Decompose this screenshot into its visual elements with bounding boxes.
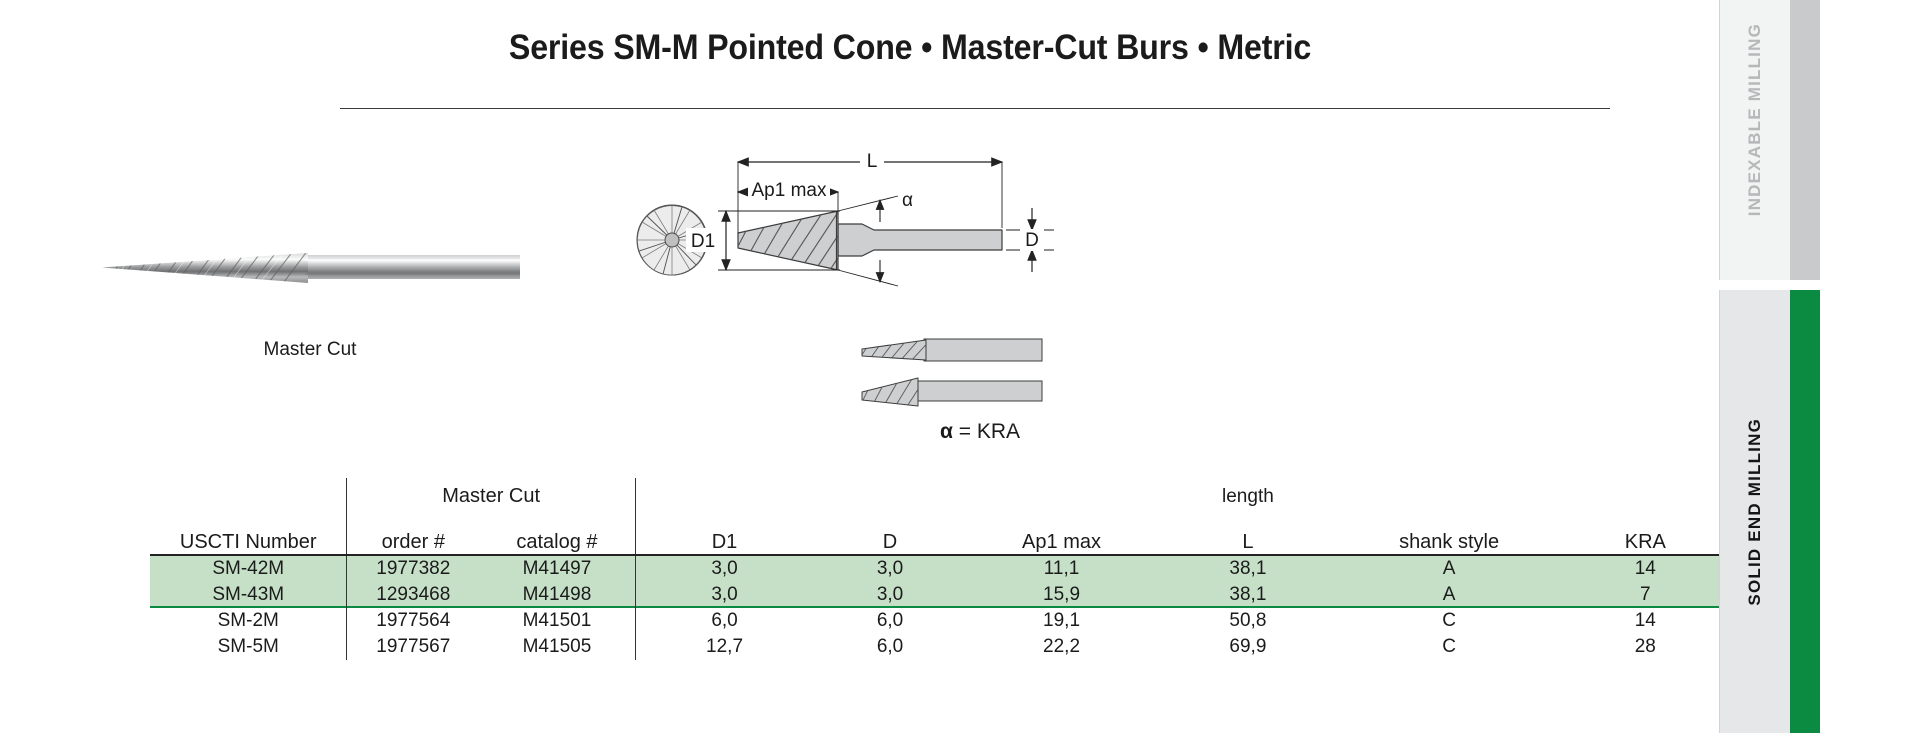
sidebar-tab-solid-end-milling[interactable]: SOLID END MILLING: [1719, 290, 1820, 733]
cell-order: 1977382: [346, 555, 480, 582]
spacer-cell: [967, 478, 1156, 508]
table-row: SM-5M 1977567 M41505 12,7 6,0 22,2 69,9 C 28: [150, 634, 1732, 660]
cell-ap1max: 19,1: [1043, 610, 1081, 631]
cell-uscti: SM-43M: [150, 582, 347, 608]
spacer-cell: [1340, 478, 1559, 508]
spacer-cell: [1559, 478, 1732, 508]
cell-d1: 6,0: [634, 608, 814, 634]
cell-kra: 14: [1634, 610, 1656, 631]
cell-uscti: SM-2M: [217, 610, 279, 631]
photo-caption: Master Cut: [263, 339, 357, 360]
specification-table: Master Cut length USCTI Number order # c…: [150, 478, 1732, 660]
cell-length: 69,9: [1229, 636, 1267, 657]
group-header-master-cut: Master Cut: [346, 478, 636, 508]
dimension-label-alpha: α: [902, 190, 913, 211]
shank-profile-c: [861, 377, 1043, 407]
cell-shank: A: [1340, 582, 1559, 608]
kra-note-symbol: α: [939, 420, 953, 443]
sidebar-tab-label: SOLID END MILLING: [1745, 417, 1764, 606]
cell-catalog: M41498: [479, 582, 635, 608]
dimension-label-D: D: [1025, 230, 1039, 251]
cell-shank: C: [1442, 610, 1456, 631]
cell-order: 1293468: [346, 582, 480, 608]
kra-note-text: = KRA: [952, 420, 1021, 443]
cell-d: 3,0: [813, 582, 967, 608]
catalog-page: Series SM-M Pointed Cone • Master-Cut Bu…: [0, 0, 1820, 733]
cell-kra: 28: [1634, 636, 1656, 657]
kra-note: α = KRA: [860, 420, 1100, 444]
product-photo-block: Master Cut: [100, 238, 520, 361]
spacer-cell: [813, 478, 967, 508]
header-length-top: length: [1222, 486, 1274, 507]
cell-kra: 7: [1559, 582, 1732, 608]
table-group-header-row: Master Cut length: [150, 478, 1732, 508]
cell-d1: 3,0: [634, 582, 814, 608]
cell-shank: A: [1442, 558, 1456, 579]
dimension-L: L: [736, 150, 1004, 234]
tab-body: SOLID END MILLING: [1720, 290, 1790, 733]
column-header-kra: KRA: [1624, 531, 1666, 553]
column-header-catalog: catalog #: [516, 531, 598, 553]
tab-accent-bar: [1790, 290, 1820, 733]
cell-catalog: M41497: [522, 558, 592, 579]
cell-d1: 12,7: [634, 634, 814, 660]
column-header-order: order #: [346, 508, 480, 554]
cell-d: 6,0: [876, 636, 904, 657]
spacer-cell: [634, 478, 814, 508]
cell-catalog: M41505: [522, 636, 592, 657]
table-row: SM-2M 1977564 M41501 6,0 6,0 19,1 50,8 C 14: [150, 608, 1732, 634]
column-header-d1: D1: [634, 508, 814, 554]
sidebar-tab-label: INDEXABLE MILLING: [1745, 23, 1764, 217]
column-header-uscti: USCTI Number: [179, 531, 317, 553]
tab-body: INDEXABLE MILLING: [1720, 0, 1790, 280]
cell-kra: 14: [1634, 558, 1656, 579]
cell-length: 38,1: [1156, 582, 1339, 608]
dimension-D: D: [1006, 208, 1054, 272]
title-divider: [340, 108, 1610, 109]
cell-shank: C: [1442, 636, 1456, 657]
dimension-D1: D1: [686, 209, 840, 272]
shank-style-profiles: [860, 336, 1100, 412]
dimension-label-L: L: [867, 151, 878, 172]
cell-length: 38,1: [1229, 558, 1267, 579]
sidebar-tab-indexable-milling[interactable]: INDEXABLE MILLING: [1719, 0, 1820, 280]
title-block: Series SM-M Pointed Cone • Master-Cut Bu…: [0, 28, 1820, 68]
dimension-label-Ap1max: Ap1 max: [752, 180, 827, 201]
spacer-cell: [150, 478, 347, 508]
bur-shank: [837, 223, 1003, 257]
dimension-alpha: α: [837, 190, 913, 287]
column-header-ap1max: Ap1 max: [1022, 531, 1101, 553]
section-tabs-sidebar: INDEXABLE MILLING SOLID END MILLING: [1719, 0, 1820, 733]
cell-ap1max: 11,1: [1043, 558, 1080, 579]
cell-d: 3,0: [876, 558, 904, 579]
cell-order: 1977567: [346, 634, 480, 660]
shank-profile-a: [861, 338, 1043, 362]
cell-catalog: M41501: [522, 610, 592, 631]
column-header-length: L: [1242, 531, 1254, 553]
tab-accent-bar: [1790, 0, 1820, 280]
table-header-row: USCTI Number order # catalog # D1 D Ap1 …: [150, 508, 1732, 554]
cell-d: 6,0: [876, 610, 904, 631]
cell-order: 1977564: [346, 608, 480, 634]
cell-ap1max: 22,2: [1043, 636, 1081, 657]
cell-d1: 3,0: [634, 555, 814, 582]
cell-uscti: SM-5M: [217, 636, 279, 657]
cell-ap1max: 15,9: [967, 582, 1156, 608]
technical-diagram: L Ap1 max D1: [630, 150, 1190, 400]
cell-length: 50,8: [1229, 610, 1267, 631]
dimension-label-D1: D1: [691, 231, 715, 252]
table-row: SM-42M 1977382 M41497 3,0 3,0 11,1 38,1 A 14: [150, 555, 1732, 582]
dimension-Ap1max: Ap1 max: [736, 178, 840, 212]
pointed-cone-bur-photo: [102, 253, 520, 283]
column-header-d: D: [882, 531, 898, 553]
column-header-shank-style: shank style: [1399, 531, 1500, 553]
cell-uscti: SM-42M: [212, 558, 285, 579]
page-title: Series SM-M Pointed Cone • Master-Cut Bu…: [508, 28, 1312, 67]
